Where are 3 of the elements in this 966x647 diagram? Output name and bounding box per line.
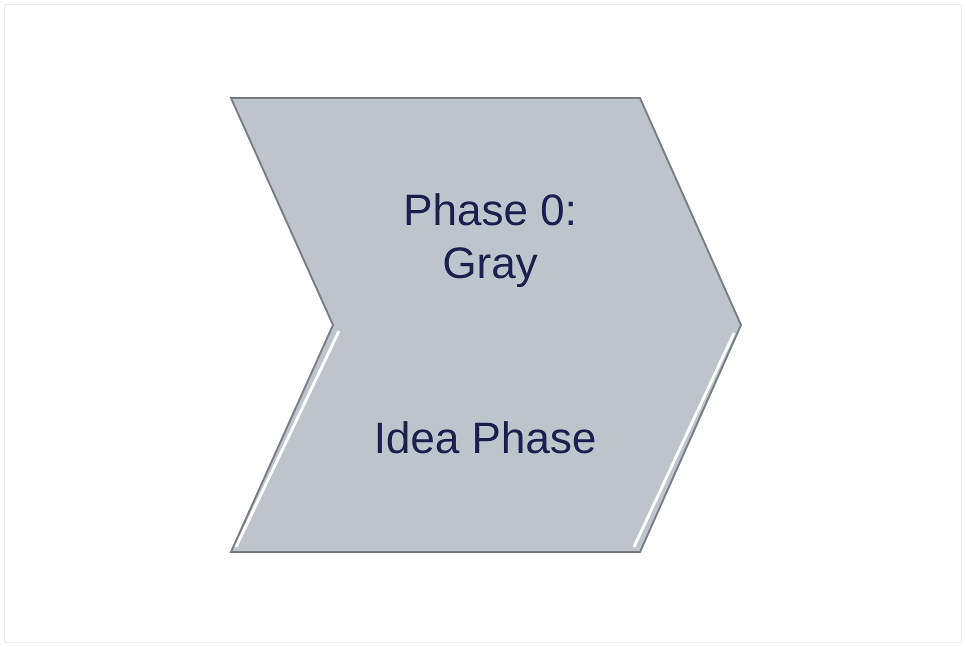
chevron-shape (230, 97, 742, 553)
phase-label: Idea Phase (372, 413, 598, 465)
phase-heading: Phase 0: Gray (402, 185, 578, 290)
